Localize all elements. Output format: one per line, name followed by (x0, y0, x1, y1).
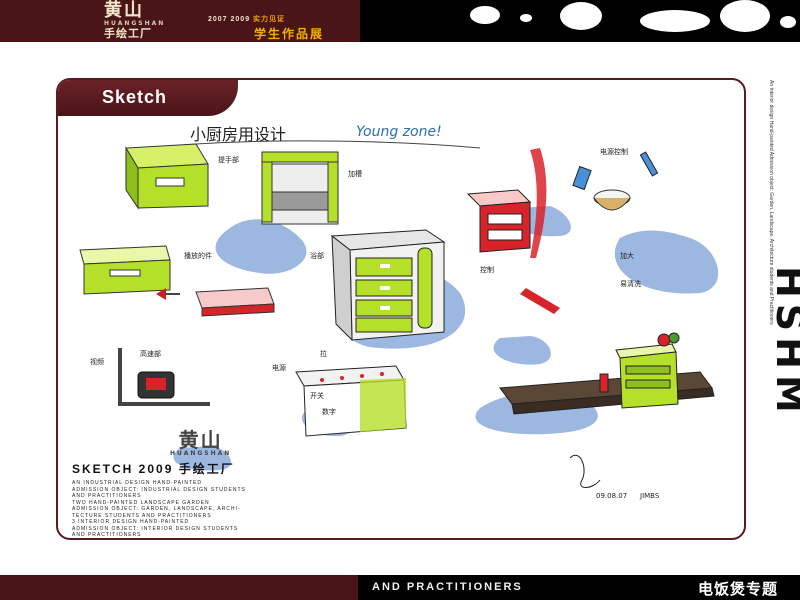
years-text: 2007 2009 (208, 16, 251, 23)
caption-logo-cn: 黄山 (178, 428, 223, 452)
title-underline (169, 140, 481, 149)
sketch-green-box (125, 143, 209, 210)
note: 加槽 (348, 169, 362, 178)
note: 易清洗 (620, 279, 641, 288)
side-branding: An Interior design Hand-painted Admissio… (760, 80, 800, 530)
note: 视频 (90, 357, 104, 366)
section-tab: Sketch (58, 80, 238, 116)
caption-block: SKETCH 2009 手绘工厂 AN INDUSTRIAL DESIGN HA… (72, 460, 312, 539)
header-logo: 黄山 HUANGSHAN 手绘工厂 (104, 2, 165, 41)
note: 电源 (272, 363, 286, 372)
note: 浴部 (310, 251, 324, 260)
header-years: 2007 2009 实力见证 (208, 14, 285, 24)
logo-sub: 手绘工厂 (104, 27, 152, 40)
red-accent (530, 148, 547, 258)
ink-splash (720, 0, 770, 32)
note: 播放的件 (184, 251, 212, 260)
footer-topic: 电饭煲专题 (698, 580, 779, 598)
sketch-display (118, 348, 210, 406)
note: 高速部 (140, 349, 161, 358)
note: 加大 (620, 251, 634, 260)
product-sketch: 小厨房用设计 Young zone! (79, 124, 719, 500)
caption-lines: AN INDUSTRIAL DESIGN HAND-PAINTED ADMISS… (72, 480, 246, 538)
signature-date: 09.08.07 (596, 492, 627, 500)
signature-author: JIMBS (639, 492, 660, 500)
caption-logo: 黄山 HUANGSHAN (170, 430, 231, 457)
note: 数字 (322, 407, 336, 416)
note: 拉 (320, 349, 327, 358)
top-banner: 黄山 HUANGSHAN 手绘工厂 2007 2009 实力见证 学生作品展 (0, 0, 800, 42)
years-tag: 实力见证 (253, 16, 286, 23)
sketch-rice-cooker (330, 229, 446, 342)
sketch-tray (79, 245, 171, 295)
note: 控制 (480, 265, 494, 274)
caption-title: SKETCH 2009 手绘工厂 (72, 462, 235, 476)
marker-shadows (173, 206, 719, 471)
header-students: 学生作品展 (254, 27, 325, 41)
sketch-bowl (572, 151, 659, 211)
ink-splash (640, 10, 710, 32)
note: 电源控制 (600, 147, 628, 156)
ink-splash (560, 2, 602, 30)
arrow-head (156, 288, 166, 300)
sketch-title-cn: 小厨房用设计 (190, 125, 286, 144)
side-big-text: HSHM (768, 266, 800, 419)
ink-splash (470, 6, 500, 24)
sketch-red-drawers (466, 189, 532, 253)
ink-splash (520, 14, 532, 22)
bottom-banner: AND PRACTITIONERS 电饭煲专题 (0, 575, 800, 600)
side-small-text: An Interior design Hand-painted Admissio… (768, 80, 774, 325)
logo-en: HUANGSHAN (104, 20, 166, 27)
sketch-control-panel (295, 365, 407, 437)
top-banner-maroon (0, 0, 360, 42)
sketch-small-cooker (499, 332, 715, 415)
red-accent (520, 288, 560, 314)
bottom-banner-maroon (0, 575, 358, 600)
signature-mark (569, 455, 601, 488)
logo-cn: 黄山 (104, 0, 144, 21)
sketch-red-tray (195, 287, 275, 317)
sketch-frame (261, 151, 339, 225)
section-tab-label: Sketch (102, 87, 168, 107)
caption-logo-en: HUANGSHAN (170, 450, 232, 457)
ink-splash (780, 16, 796, 28)
footer-tag: AND PRACTITIONERS (372, 581, 523, 593)
sketch-title-en: Young zone! (356, 124, 442, 140)
note: 提手部 (218, 155, 239, 164)
note: 开关 (310, 391, 324, 400)
